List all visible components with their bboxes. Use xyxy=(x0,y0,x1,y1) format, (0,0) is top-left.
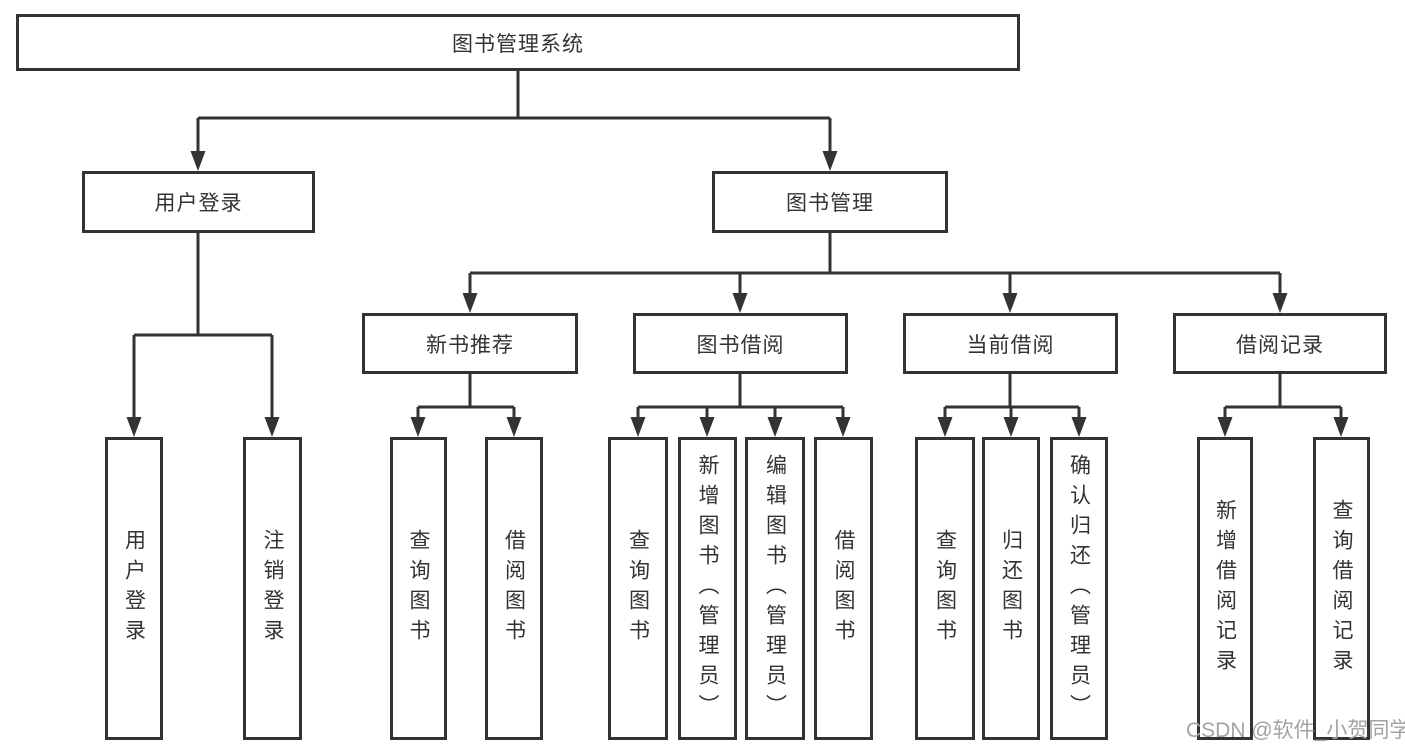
leaf-label: 查询图书 xyxy=(626,528,650,649)
leaf-label: 注销登录 xyxy=(261,528,284,649)
leaf-query-books-borrow: 查询图书 xyxy=(608,437,668,740)
leaf-add-borrow-record: 新增借阅记录 xyxy=(1197,437,1253,740)
leaf-label: 借阅图书 xyxy=(832,528,855,649)
leaf-user-login: 用户登录 xyxy=(105,437,163,740)
node-user-login: 用户登录 xyxy=(82,171,315,233)
leaf-add-book-admin: 新增图书（管理员） xyxy=(678,437,737,740)
leaf-borrow-books-recommend: 借阅图书 xyxy=(485,437,543,740)
leaf-edit-book-admin: 编辑图书（管理员） xyxy=(745,437,805,740)
node-book-mgmt: 图书管理 xyxy=(712,171,948,233)
node-book-borrow: 图书借阅 xyxy=(633,313,848,374)
leaf-logout: 注销登录 xyxy=(243,437,302,740)
node-borrow-records: 借阅记录 xyxy=(1173,313,1387,374)
leaf-label: 查询借阅记录 xyxy=(1330,498,1353,679)
leaf-label: 确认归还（管理员） xyxy=(1067,454,1091,724)
leaf-label: 编辑图书（管理员） xyxy=(763,454,787,724)
leaf-borrow-books: 借阅图书 xyxy=(814,437,873,740)
leaf-label: 新增图书（管理员） xyxy=(696,454,719,724)
leaf-label: 查询图书 xyxy=(933,528,957,649)
leaf-confirm-return-admin: 确认归还（管理员） xyxy=(1050,437,1108,740)
leaf-label: 归还图书 xyxy=(999,528,1023,649)
leaf-query-borrow-record: 查询借阅记录 xyxy=(1313,437,1370,740)
leaf-return-books: 归还图书 xyxy=(982,437,1040,740)
csdn-watermark: CSDN @软件_小贺同学 xyxy=(1186,719,1405,742)
leaf-label: 用户登录 xyxy=(122,528,146,649)
leaf-query-books-current: 查询图书 xyxy=(915,437,975,740)
leaf-label: 查询图书 xyxy=(407,528,430,649)
leaf-label: 新增借阅记录 xyxy=(1213,498,1237,679)
leaf-label: 借阅图书 xyxy=(502,528,526,649)
node-current-borrow: 当前借阅 xyxy=(903,313,1118,374)
leaf-query-books-recommend: 查询图书 xyxy=(390,437,447,740)
node-library-system: 图书管理系统 xyxy=(16,14,1020,71)
node-new-book-recommend: 新书推荐 xyxy=(362,313,578,374)
